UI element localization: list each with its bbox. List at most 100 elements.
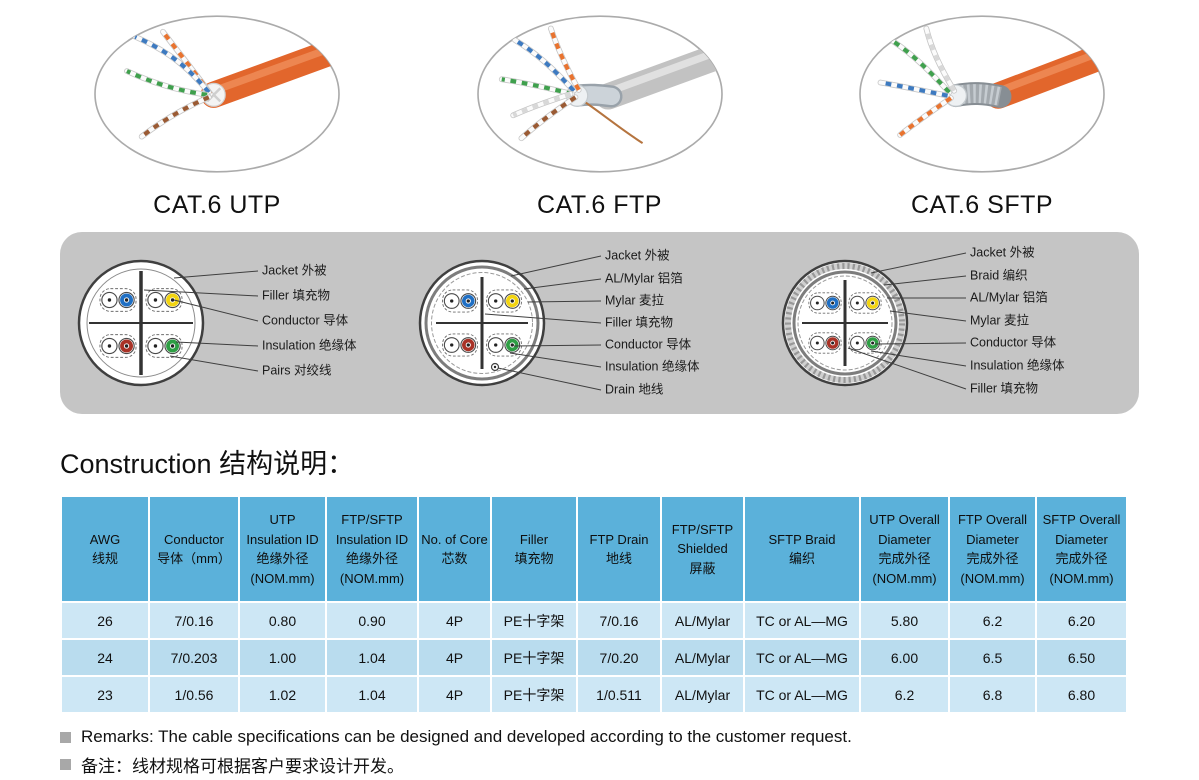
header-filler: Filler 填充物 [490, 495, 578, 603]
table-cell: 7/0.203 [148, 638, 240, 677]
diagram-label: Filler 填充物 [970, 380, 1038, 395]
utp-cross-section-diagram: Jacket 外被 Filler 填充物 Conductor 导体 Insula… [77, 259, 357, 387]
table-cell: 26 [60, 601, 150, 640]
sftp-cable-art [880, 29, 1104, 135]
figure-ftp: CAT.6 FTP [469, 12, 731, 220]
remark-zh: 备注：线材规格可根据客户要求设计开发。 [81, 757, 404, 776]
diagram-label: Mylar 麦拉 [605, 292, 665, 307]
diagram-label: Mylar 麦拉 [970, 312, 1030, 327]
table-cell: 4P [417, 638, 492, 677]
table-cell: 23 [60, 675, 150, 714]
diagram-label: Conductor 导体 [605, 337, 692, 351]
header-core-count: No. of Core 芯数 [417, 495, 492, 603]
table-cell: 6.2 [859, 675, 950, 714]
square-bullet-icon [60, 731, 71, 743]
remark-en: Remarks: The cable specifications can be… [81, 727, 852, 746]
table-cell: 0.90 [325, 601, 419, 640]
square-bullet-icon [60, 759, 71, 770]
diagram-label: Filler 填充物 [605, 314, 673, 329]
header-shielded: FTP/SFTP Shielded 屏蔽 [660, 495, 745, 603]
table-cell: 4P [417, 675, 492, 714]
diagram-label: Insulation 绝缘体 [605, 358, 700, 373]
header-conductor: Conductor 导体（mm） [148, 495, 240, 603]
header-ftp-sftp-insulation-id: FTP/SFTP Insulation ID 绝缘外径 (NOM.mm) [325, 495, 419, 603]
table-cell: 1/0.511 [576, 675, 662, 714]
table-cell: PE十字架 [490, 601, 578, 640]
diagram-label: Insulation 绝缘体 [970, 357, 1065, 372]
table-cell: 0.80 [238, 601, 327, 640]
cable-name-sftp: CAT.6 SFTP [910, 191, 1054, 219]
table-cell: 6.80 [1035, 675, 1128, 714]
table-cell: PE十字架 [490, 675, 578, 714]
table-cell: 4P [417, 601, 492, 640]
table-row: 23 1/0.56 1.02 1.04 4P PE十字架 1/0.511 AL/… [60, 675, 1128, 714]
diagram-label: Conductor 导体 [970, 335, 1057, 349]
ftp-cross-section-diagram: Jacket 外被 AL/Mylar 铝箔 Mylar 麦拉 Filler 填充… [418, 248, 700, 396]
table-row: 26 7/0.16 0.80 0.90 4P PE十字架 7/0.16 AL/M… [60, 601, 1128, 640]
table-cell: 1.00 [238, 638, 327, 677]
diagram-label: Insulation 绝缘体 [262, 337, 357, 352]
ftp-cable-art [501, 29, 722, 144]
ftp-mylar-ring [431, 272, 533, 374]
table-cell: PE十字架 [490, 638, 578, 677]
table-cell: 24 [60, 638, 150, 677]
cross-section-panel: Jacket 外被 Filler 填充物 Conductor 导体 Insula… [60, 232, 1139, 414]
ftp-jacket [594, 45, 722, 110]
table-cell: 1.02 [238, 675, 327, 714]
table-cell: AL/Mylar [660, 675, 745, 714]
table-cell: 6.20 [1035, 601, 1128, 640]
sftp-mylar-ring [797, 275, 893, 371]
table-cell: 7/0.16 [148, 601, 240, 640]
cable-photos-row: CAT.6 UTP [60, 12, 1139, 220]
ftp-foil-ring [424, 265, 540, 381]
remarks-block: Remarks: The cable specifications can be… [60, 727, 1139, 777]
table-cell: TC or AL—MG [743, 675, 861, 714]
table-header-row: AWG 线规 Conductor 导体（mm） UTP Insulation I… [60, 495, 1128, 603]
table-cell: 6.50 [1035, 638, 1128, 677]
header-ftp-drain: FTP Drain 地线 [576, 495, 662, 603]
table-cell: 1.04 [325, 638, 419, 677]
table-cell: 1.04 [325, 675, 419, 714]
table-cell: 6.2 [948, 601, 1037, 640]
diagram-label: Braid 编织 [970, 267, 1028, 282]
construction-spec-table: AWG 线规 Conductor 导体（mm） UTP Insulation I… [60, 495, 1128, 714]
header-sftp-overall-diameter: SFTP Overall Diameter 完成外径 (NOM.mm) [1035, 495, 1128, 603]
figure-sftp: CAT.6 SFTP [851, 12, 1113, 220]
cable-photo-ftp-image [476, 15, 723, 173]
table-cell: 1/0.56 [148, 675, 240, 714]
cable-name-utp: CAT.6 UTP [153, 191, 281, 219]
header-ftp-overall-diameter: FTP Overall Diameter 完成外径 (NOM.mm) [948, 495, 1037, 603]
remark-zh-row: 备注：线材规格可根据客户要求设计开发。 [60, 752, 1139, 777]
table-cell: 6.00 [859, 638, 950, 677]
header-sftp-braid: SFTP Braid 编织 [743, 495, 861, 603]
utp-cable-art [127, 32, 339, 137]
diagram-label: Pairs 对绞线 [262, 362, 332, 377]
cable-photo-utp-image [94, 15, 340, 173]
table-row: 24 7/0.203 1.00 1.04 4P PE十字架 7/0.20 AL/… [60, 638, 1128, 677]
section-heading: Construction 结构说明： [60, 449, 355, 479]
diagram-label: AL/Mylar 铝箔 [970, 289, 1048, 304]
sftp-jacket [985, 46, 1104, 109]
header-awg: AWG 线规 [60, 495, 150, 603]
header-utp-insulation-id: UTP Insulation ID 绝缘外径 (NOM.mm) [238, 495, 327, 603]
sftp-foil-ring [792, 270, 898, 376]
table-cell: 6.5 [948, 638, 1037, 677]
table-cell: AL/Mylar [660, 638, 745, 677]
cable-name-ftp: CAT.6 FTP [537, 191, 662, 219]
table-cell: 7/0.20 [576, 638, 662, 677]
table-cell: AL/Mylar [660, 601, 745, 640]
remark-en-row: Remarks: The cable specifications can be… [60, 727, 1139, 747]
table-cell: 7/0.16 [576, 601, 662, 640]
figure-utp: CAT.6 UTP [86, 12, 348, 220]
diagram-label: Conductor 导体 [262, 313, 349, 327]
table-cell: 5.80 [859, 601, 950, 640]
diagram-label: Drain 地线 [605, 382, 664, 396]
diagram-label: Jacket 外被 [262, 263, 327, 277]
diagram-label: Filler 填充物 [262, 287, 330, 302]
diagram-label: Jacket 外被 [970, 245, 1035, 259]
table-cell: 6.8 [948, 675, 1037, 714]
table-cell: TC or AL—MG [743, 601, 861, 640]
table-cell: TC or AL—MG [743, 638, 861, 677]
sftp-cross-section-diagram: Jacket 外被 Braid 编织 AL/Mylar 铝箔 Mylar 麦拉 … [781, 245, 1065, 395]
